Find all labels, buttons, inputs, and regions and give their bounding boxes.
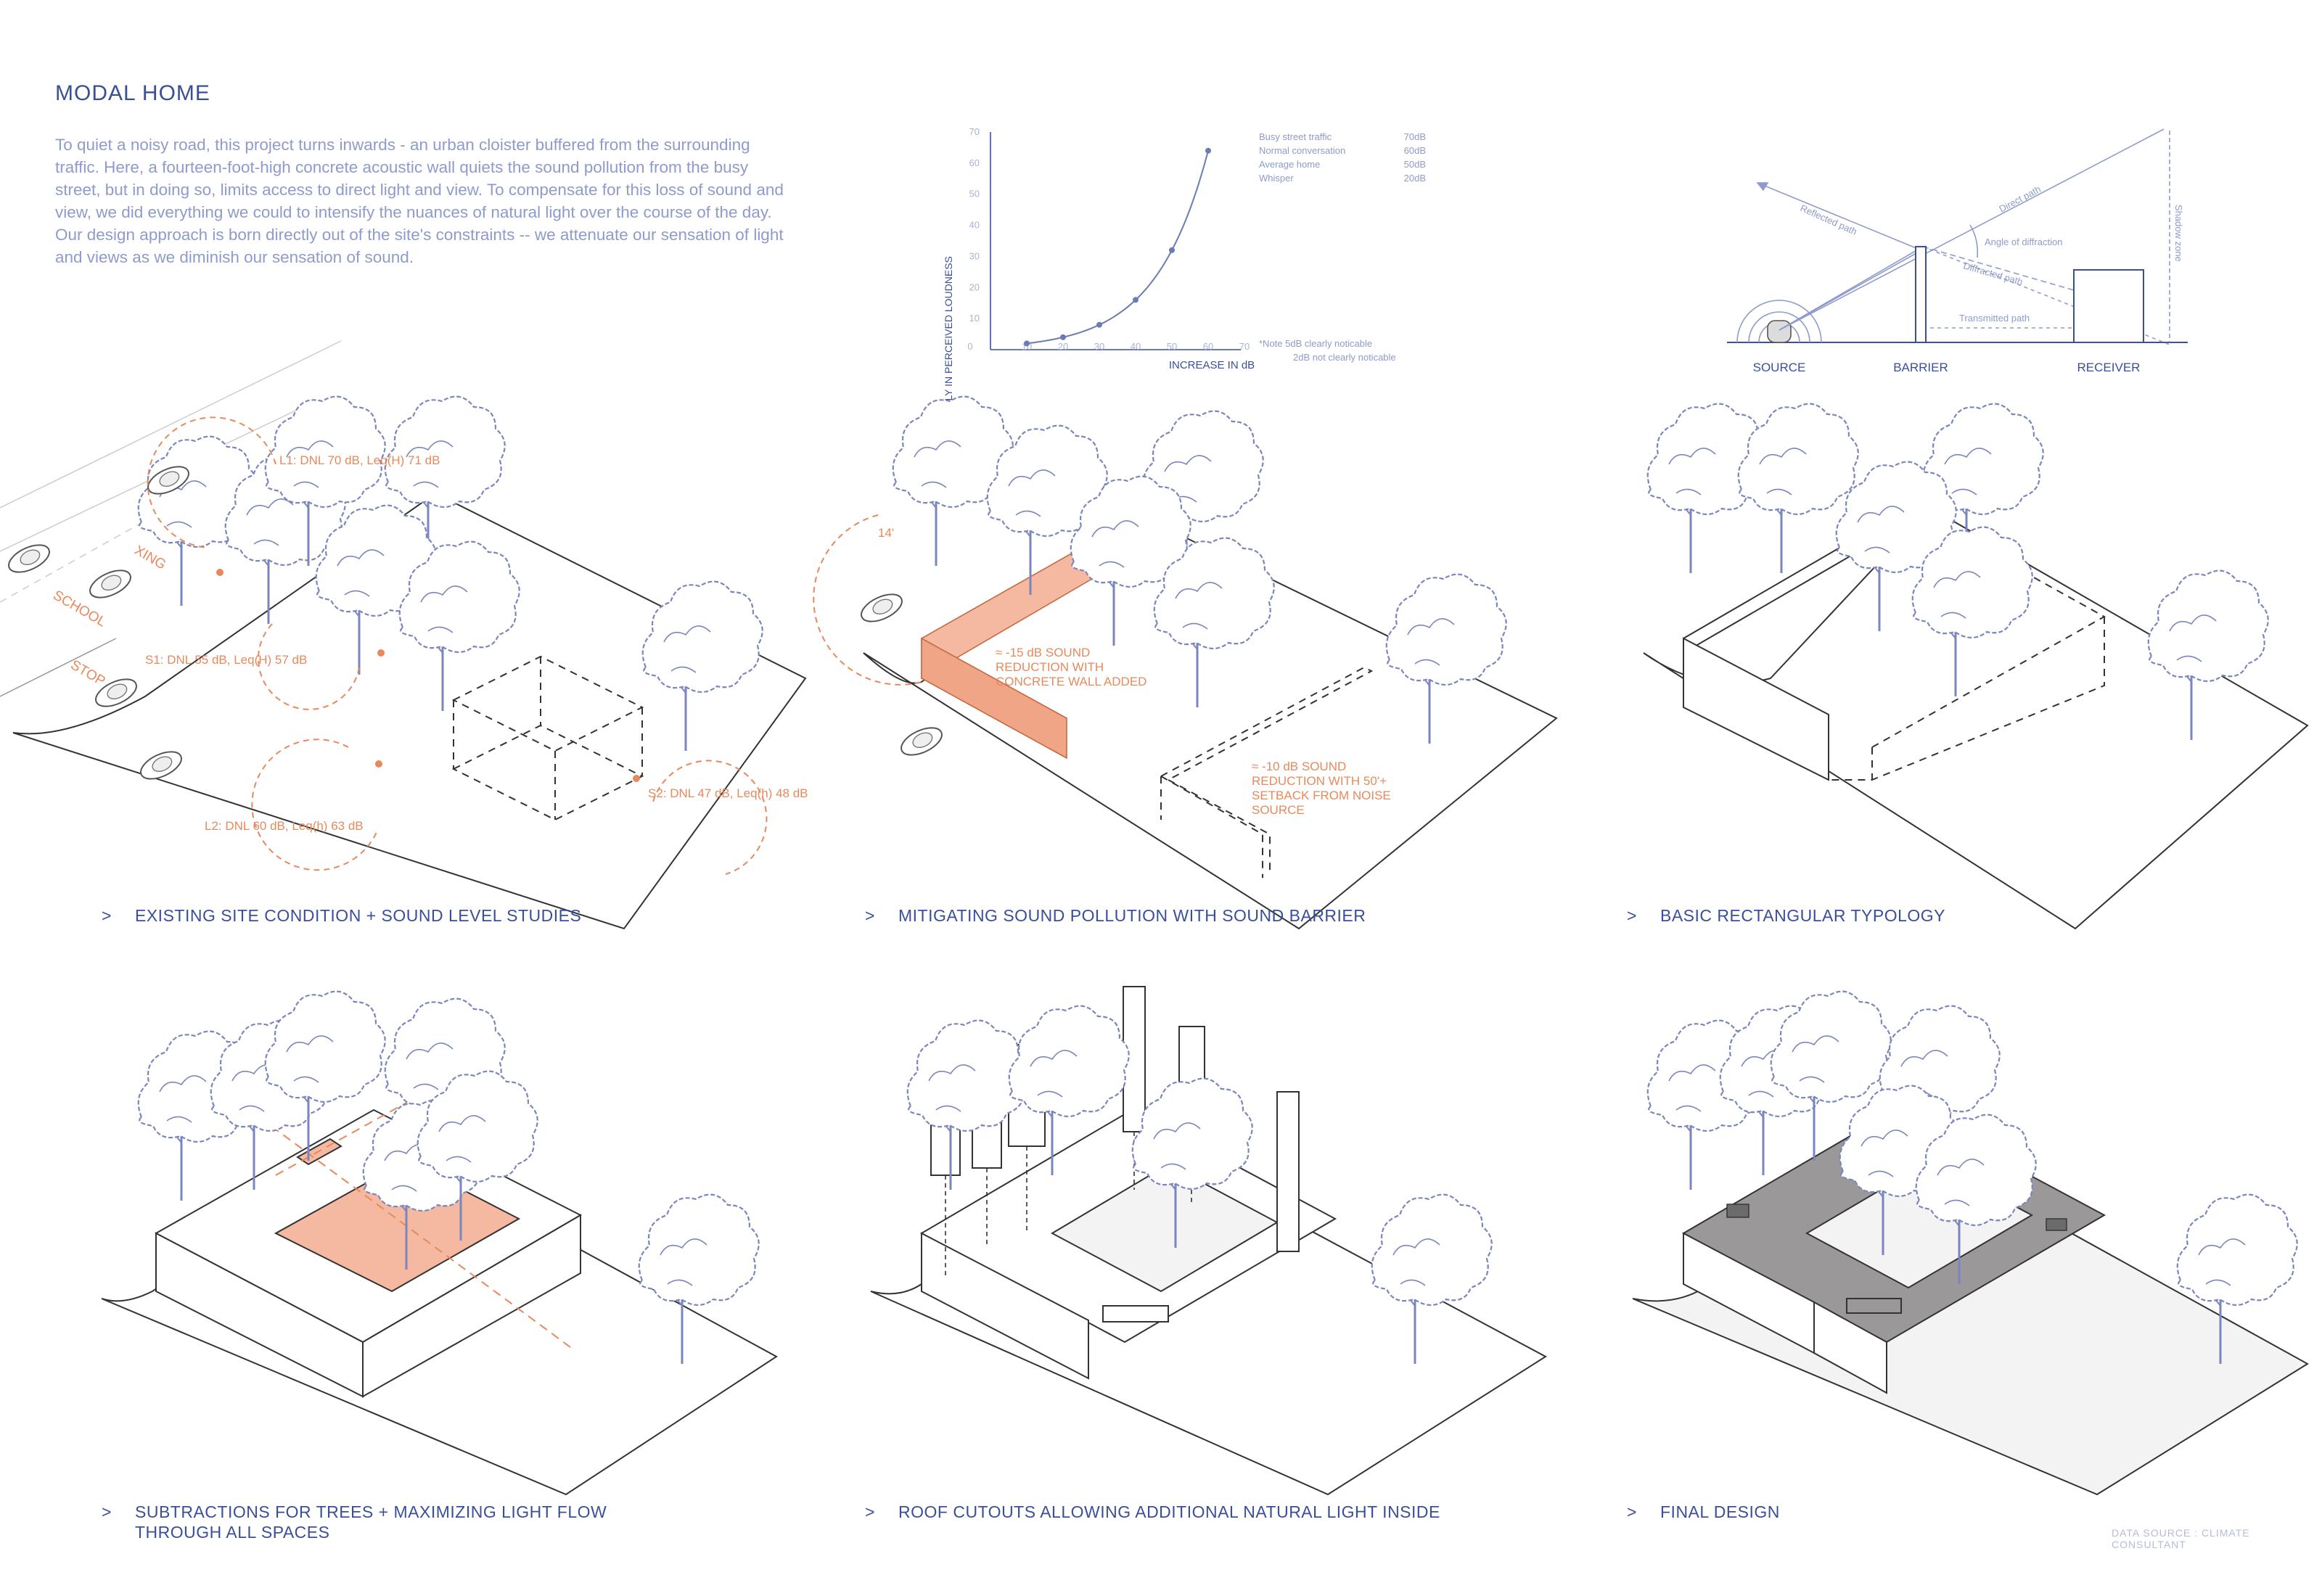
- barrier-diagram: [1727, 128, 2188, 345]
- caption-sound-barrier: > MITIGATING SOUND POLLUTION WITH SOUND …: [865, 905, 1366, 926]
- caption-text: MITIGATING SOUND POLLUTION WITH SOUND BA…: [898, 906, 1366, 925]
- s2-label: S2: DNL 47 dB, Leq(h) 48 dB: [648, 786, 808, 800]
- x-tick-label: 20: [1058, 341, 1068, 352]
- legend-item: Normal conversation: [1259, 145, 1345, 156]
- y-tick-label: 30: [969, 250, 980, 261]
- receiver-label: RECEIVER: [2077, 361, 2141, 374]
- panel-existing-site: L1: DNL 70 dB, Leq(H) 71 dB S1: DNL 55 d…: [0, 340, 808, 929]
- data-point: [1096, 321, 1102, 328]
- caption-marker: >: [865, 906, 875, 925]
- chart-marks: [1024, 147, 1211, 347]
- caption-marker: >: [102, 1502, 112, 1521]
- legend-item: Average home: [1259, 159, 1320, 170]
- legend-value: 70dB: [1404, 131, 1426, 142]
- setback-note-line4: SOURCE: [1252, 803, 1305, 817]
- y-tick-label: 40: [969, 220, 980, 231]
- x-tick-label: 30: [1094, 341, 1104, 352]
- caption-basic-typology: > BASIC RECTANGULAR TYPOLOGY: [1627, 905, 1946, 926]
- x-tick-label: 0: [967, 341, 972, 352]
- legend-value: 50dB: [1404, 159, 1426, 170]
- data-point: [1169, 247, 1175, 253]
- panel-basic-typology: [1643, 403, 2309, 930]
- caption-text: ROOF CUTOUTS ALLOWING ADDITIONAL NATURAL…: [898, 1502, 1440, 1521]
- barrier-label: BARRIER: [1893, 361, 1948, 374]
- y-tick-label: 50: [969, 189, 980, 200]
- chart-note: *Note 5dB clearly noticable: [1259, 338, 1372, 349]
- legend-value: 60dB: [1404, 145, 1426, 156]
- caption-marker: >: [1627, 906, 1637, 925]
- caption-subtractions: > SUBTRACTIONS FOR TREES + MAXIMIZING LI…: [102, 1502, 607, 1542]
- panel-subtractions: [101, 990, 778, 1496]
- data-point: [1133, 297, 1139, 303]
- caption-marker: >: [102, 906, 112, 925]
- intro-paragraph: To quiet a noisy road, this project turn…: [55, 136, 784, 266]
- stop-marking: STOP: [68, 657, 108, 689]
- reflected-path-label: Reflected path: [1799, 202, 1859, 237]
- xing-marking: XING: [132, 543, 169, 572]
- caption-text: BASIC RECTANGULAR TYPOLOGY: [1660, 906, 1946, 925]
- transmitted-path-label: Transmitted path: [1959, 313, 2030, 324]
- caption-existing-site: > EXISTING SITE CONDITION + SOUND LEVEL …: [102, 905, 582, 926]
- direct-path-label: Direct path: [1997, 184, 2043, 215]
- wall-note-line2: REDUCTION WITH: [996, 660, 1104, 674]
- chart-legend: Busy street traffic 70dB Normal conversa…: [1259, 131, 1426, 184]
- loudness-curve: [1026, 150, 1209, 345]
- y-tick-label: 10: [969, 313, 980, 324]
- wall-height-label: 14': [878, 526, 894, 540]
- caption-text: FINAL DESIGN: [1660, 1502, 1780, 1521]
- x-tick-label: 70: [1239, 341, 1250, 352]
- loudness-chart: MULTIPLY IN PERCEIVED LOUDNESS 0 10 20 30 40…: [943, 126, 1426, 437]
- caption-final-design: > FINAL DESIGN: [1627, 1502, 1780, 1522]
- x-tick-label: 40: [1131, 341, 1141, 352]
- y-tick-label: 60: [969, 157, 980, 168]
- setback-note-line2: REDUCTION WITH 50'+: [1252, 774, 1387, 788]
- data-point: [1060, 334, 1066, 340]
- s1-label: S1: DNL 55 dB, Leq(H) 57 dB: [145, 653, 307, 667]
- caption-text: SUBTRACTIONS FOR TREES + MAXIMIZING LIGH…: [135, 1502, 607, 1521]
- x-tick-label: 60: [1203, 341, 1213, 352]
- caption-marker: >: [1627, 1502, 1637, 1521]
- chart-note-2: 2dB not clearly noticable: [1293, 352, 1396, 363]
- barrier-axis-labels: SOURCE BARRIER RECEIVER: [1753, 361, 2141, 374]
- source-label: SOURCE: [1753, 361, 1806, 374]
- shadow-zone-label: Shadow zone: [2173, 205, 2184, 262]
- y-tick-label: 70: [969, 126, 980, 137]
- legend-item: Whisper: [1259, 173, 1294, 184]
- caption-marker: >: [865, 1502, 875, 1521]
- y-tick-label: 20: [969, 281, 980, 292]
- data-point: [1205, 147, 1211, 154]
- l1-label: L1: DNL 70 dB, Leq(H) 71 dB: [279, 453, 440, 467]
- x-tick-label: 50: [1167, 341, 1177, 352]
- page-title: MODAL HOME: [55, 81, 210, 105]
- setback-note-line3: SETBACK FROM NOISE: [1252, 789, 1391, 802]
- panel-final-design: [1632, 990, 2309, 1496]
- setback-note-line1: ≈ -10 dB SOUND: [1252, 760, 1346, 773]
- caption-roof-cutouts: > ROOF CUTOUTS ALLOWING ADDITIONAL NATUR…: [865, 1502, 1440, 1522]
- data-source-note: DATA SOURCE : CLIMATE CONSULTANT: [2112, 1527, 2250, 1550]
- panel-sound-barrier: 14' ≈ -15 dB SOUND REDUCTION WITH CONCRE…: [813, 395, 1558, 930]
- angle-label: Angle of diffraction: [1985, 236, 2062, 247]
- caption-text: EXISTING SITE CONDITION + SOUND LEVEL ST…: [135, 906, 582, 925]
- data-point: [1024, 340, 1030, 347]
- chart-xlabel: INCREASE IN dB: [1169, 359, 1255, 371]
- wall-note-line1: ≈ -15 dB SOUND: [996, 646, 1090, 659]
- caption-text-2: THROUGH ALL SPACES: [135, 1523, 330, 1542]
- diffracted-path-label: Diffracted path: [1962, 260, 2024, 287]
- wall-note-line3: CONCRETE WALL ADDED: [996, 675, 1146, 688]
- panel-roof-cutouts: [870, 986, 1547, 1496]
- l2-label: L2: DNL 60 dB, Leq(h) 63 dB: [205, 819, 364, 833]
- legend-value: 20dB: [1404, 173, 1426, 184]
- chart-ylabel: MULTIPLY IN PERCEIVED LOUDNESS: [943, 256, 954, 437]
- legend-item: Busy street traffic: [1259, 131, 1332, 142]
